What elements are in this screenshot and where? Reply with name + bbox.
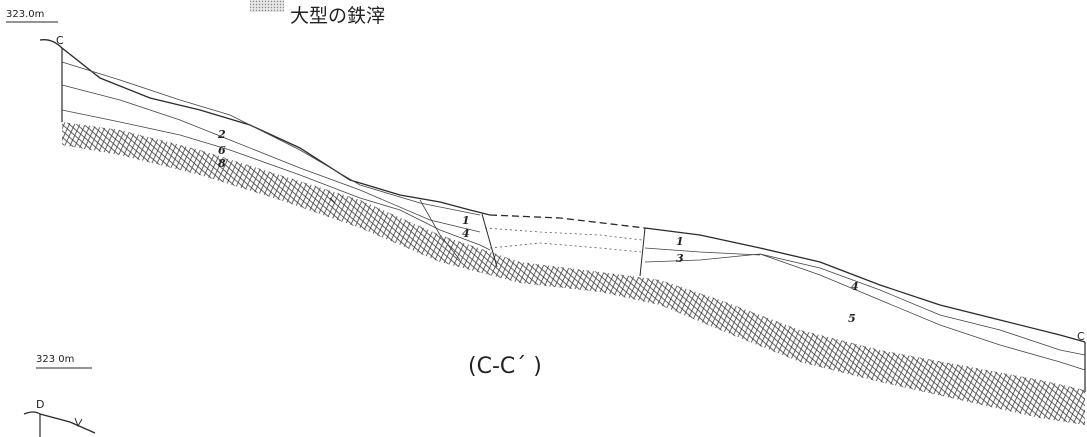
layer-label-6: 6 <box>218 144 226 157</box>
legend-text: 大型の鉄滓 <box>290 5 385 27</box>
section-c-elevation: 323.0m <box>6 9 44 20</box>
pit-dotted-line-1 <box>484 227 643 241</box>
layer-label-5-right: 5 <box>848 312 856 325</box>
layer-boundary-7 <box>644 253 1086 356</box>
layer-boundary-4 <box>359 197 491 251</box>
layer-label-4-right: 4 <box>851 280 859 293</box>
layer-boundary-6 <box>644 247 761 256</box>
layer-boundary-5 <box>419 199 461 261</box>
section-d-ground-line <box>23 411 96 434</box>
bedrock-band <box>62 122 1085 425</box>
small-mark <box>329 197 336 204</box>
layer-label-1-left: 1 <box>462 214 470 227</box>
layer-label-4-left: 4 <box>462 227 470 240</box>
layer-label-8: 8 <box>218 157 226 170</box>
layer-label-1-right: 1 <box>676 235 684 248</box>
layer-boundary-2 <box>61 84 481 233</box>
layer-boundary-1 <box>61 61 481 216</box>
section-d-arrow <box>74 417 83 428</box>
section-c-title: (C-C´ ) <box>468 354 542 379</box>
section-c-start-label: C <box>56 34 64 47</box>
pit-wall-right <box>639 227 646 277</box>
layer-boundary-8 <box>759 253 1086 371</box>
legend-swatch <box>250 0 284 12</box>
layer-label-3-right: 3 <box>676 252 684 265</box>
section-d-elevation: 323 0m <box>36 354 74 365</box>
reconstructed-surface-dashed <box>489 214 646 229</box>
section-d-start-label: D <box>36 398 44 411</box>
layer-label-2: 2 <box>217 128 226 141</box>
layer-boundary-3 <box>61 109 361 199</box>
section-c-end-label: C <box>1077 330 1085 343</box>
pit-wall-left <box>481 213 498 268</box>
ground-surface-line-right <box>644 227 1086 343</box>
pit-dotted-line-2 <box>489 242 642 253</box>
